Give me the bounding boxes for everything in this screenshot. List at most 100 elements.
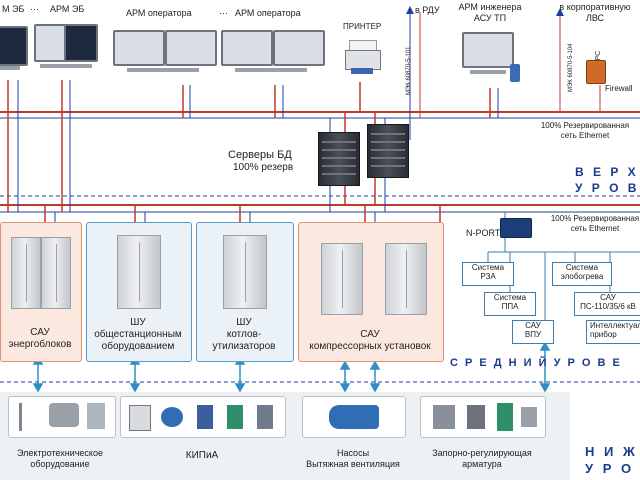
servers-label-line2: 100% резерв	[233, 162, 294, 173]
arm-engineer-monitor-icon	[462, 26, 522, 88]
valve-icon	[497, 403, 513, 431]
sau-ps-box: САУ ПС-110/35/6 кВ	[574, 292, 640, 316]
sau-vpu-box: САУ ВПУ	[512, 320, 554, 344]
kipia-panel	[120, 396, 286, 438]
nport-label: N-PORT	[466, 228, 501, 238]
arm-operator-2-monitor-icon	[221, 24, 331, 86]
arm-operator-2-label: АРМ оператора	[235, 8, 301, 18]
printer-label: ПРИНТЕР	[343, 22, 382, 31]
arm-eb-2-monitor-icon	[34, 24, 102, 82]
sau-vpu-label-line2: ВПУ	[524, 330, 542, 339]
to-corp-label-line2: ЛВС	[585, 13, 605, 23]
arm-engineer-label-line2: АСУ ТП	[473, 13, 507, 23]
arm-operator-1-monitor-icon	[113, 24, 223, 86]
lower-level-label-line2: У Р О В Е	[585, 461, 640, 476]
sensor-icon	[19, 403, 38, 431]
intel-device-box: Интеллектуальн прибор	[586, 320, 640, 344]
control-cabinet-icon	[11, 237, 41, 309]
system-rza-label-line2: РЗА	[480, 272, 496, 281]
eth-top-label-line2: сеть Ethernet	[560, 131, 610, 140]
valves-label-line1: Запорно-регулирующая	[432, 448, 532, 458]
shu-general-label-line1: ШУ	[130, 317, 146, 328]
arm-eb-1-monitor-icon	[0, 26, 28, 82]
system-elec-label-line2: элобогрева	[560, 272, 604, 281]
valve-icon	[521, 407, 537, 427]
system-pa-box: Система ППА	[484, 292, 536, 316]
shu-boilers-label-line3: утилизаторов	[212, 341, 276, 352]
shu-boilers-label-line1: ШУ	[236, 317, 252, 328]
eth-mid-label-line1: 100% Резервированная	[550, 214, 640, 223]
pumps-label-line2: Вытяжная вентиляция	[306, 459, 400, 469]
ellipsis-2: ···	[219, 8, 228, 18]
control-cabinet-icon	[321, 243, 363, 315]
nport-gateway-icon	[500, 218, 532, 238]
sau-compressors-panel	[298, 222, 444, 362]
modem-corp-label: МЭК 60870-5-104	[568, 43, 574, 92]
sau-energoblocks-panel	[0, 222, 82, 362]
sau-ps-label-line2: ПС-110/35/6 кВ	[580, 302, 636, 311]
modem-rdu-label: МЭК 60870-5-101	[406, 46, 412, 95]
sensor-icon	[161, 407, 183, 427]
system-pa-label-line2: ППА	[501, 302, 519, 311]
system-rza-box: Система РЗА	[462, 262, 514, 286]
sensor-icon	[129, 405, 151, 431]
system-elec-box: Система элобогрева	[552, 262, 612, 286]
sau-vpu-label-line1: САУ	[525, 321, 541, 330]
to-corp-label-line1: в корпоративную	[559, 2, 631, 12]
shu-general-panel	[86, 222, 192, 362]
db-server-1-icon	[318, 132, 360, 186]
eth-mid-label-line2: сеть Ethernet	[570, 224, 620, 233]
servers-label-line1: Серверы БД	[228, 149, 292, 161]
intel-device-label-line2: прибор	[590, 330, 617, 339]
kipia-label: КИПиА	[185, 450, 219, 461]
pumps-panel	[302, 396, 406, 438]
eth-top-label-line1: 100% Резервированная	[540, 121, 630, 130]
control-cabinet-icon	[117, 235, 161, 309]
valves-panel	[420, 396, 546, 438]
firewall-icon	[586, 60, 606, 84]
firewall-label: Firewall	[605, 84, 633, 93]
sau-compressors-label-line2: компрессорных установок	[309, 341, 431, 352]
sensor-icon	[87, 403, 105, 429]
lower-level-label-line1: Н И Ж Н	[585, 444, 640, 459]
to-rdu-label: в РДУ	[415, 5, 440, 15]
upper-level-label-line2: У Р О В Е	[575, 181, 640, 195]
ellipsis-1: ···	[30, 4, 39, 14]
electro-label-line1: Электротехническое	[17, 448, 103, 458]
sensor-icon	[257, 405, 273, 429]
system-elec-label-line1: Система	[565, 263, 599, 272]
valves-label-line2: арматура	[462, 459, 502, 469]
control-cabinet-icon	[223, 235, 267, 309]
valve-icon	[467, 405, 485, 429]
electro-equipment-panel	[8, 396, 116, 438]
sau-energoblocks-label-line2: энергоблоков	[8, 339, 72, 350]
shu-boilers-panel	[196, 222, 294, 362]
db-server-2-icon	[367, 124, 409, 178]
shu-boilers-label-line2: котлов-	[226, 329, 262, 340]
shu-general-label-line2: общестанционным	[94, 329, 182, 340]
arm-eb-2-label: АРМ ЭБ	[50, 4, 85, 14]
sau-energoblocks-label-line1: САУ	[30, 327, 50, 338]
pump-icon	[329, 405, 379, 429]
sau-ps-label-line1: САУ	[600, 293, 616, 302]
shu-general-label-line3: оборудованием	[101, 341, 175, 352]
sensor-icon	[227, 405, 243, 429]
arm-operator-1-label: АРМ оператора	[126, 8, 192, 18]
electro-label-line2: оборудование	[30, 459, 90, 469]
intel-device-label-line1: Интеллектуальн	[590, 321, 640, 330]
control-cabinet-icon	[41, 237, 71, 309]
system-rza-label-line1: Система	[471, 263, 505, 272]
control-cabinet-icon	[385, 243, 427, 315]
pumps-label-line1: Насосы	[336, 448, 370, 458]
printer-icon	[345, 40, 381, 78]
valve-icon	[433, 405, 455, 429]
sensor-icon	[49, 403, 79, 427]
sau-compressors-label-line1: САУ	[360, 329, 380, 340]
upper-level-label-line1: В Е Р Х Н	[575, 165, 640, 179]
system-pa-label-line1: Система	[493, 293, 527, 302]
arm-eb-1-label: М ЭБ	[2, 4, 25, 14]
arm-engineer-label-line1: АРМ инженера	[458, 2, 522, 12]
middle-level-label: С Р Е Д Н И Й У Р О В Е	[450, 357, 622, 369]
sensor-icon	[197, 405, 213, 429]
